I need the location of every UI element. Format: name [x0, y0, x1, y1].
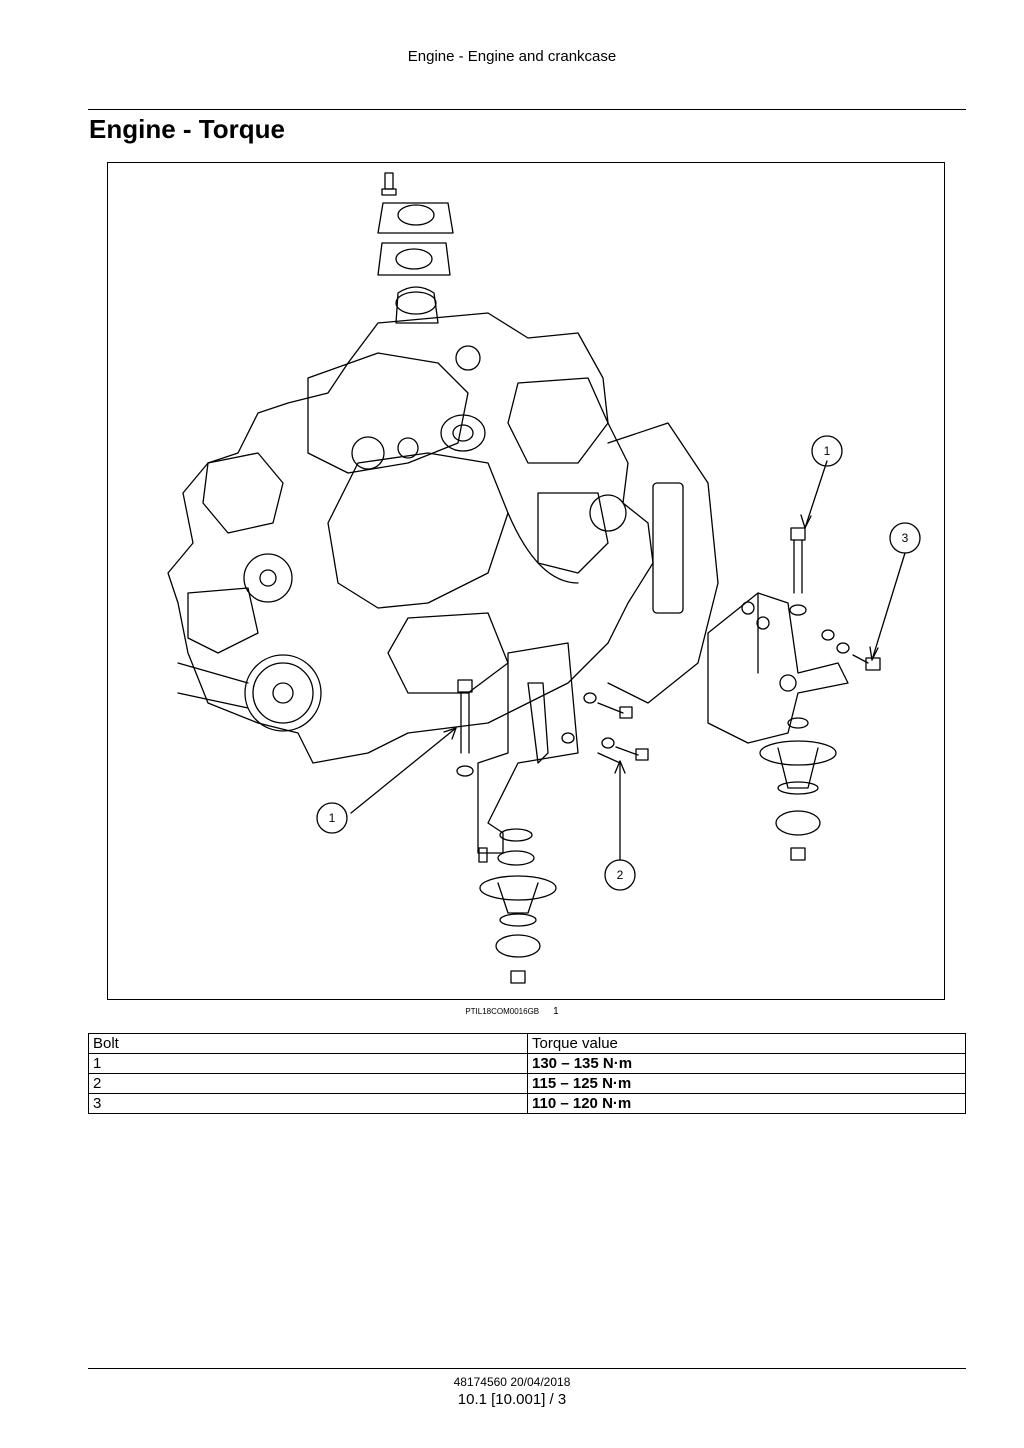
header-rule: [88, 109, 966, 110]
engine-block: [167, 312, 654, 764]
bolt-3: [821, 629, 881, 671]
callout-label-2: 2: [617, 868, 624, 882]
bolt-1-right: [789, 527, 807, 616]
footer-page-ref: 10.1 [10.001] / 3: [457, 1391, 567, 1408]
callout-circle-1-left: [316, 802, 348, 834]
bolt-cell: 1: [88, 1053, 528, 1074]
coolant-outlet-assembly: [377, 172, 454, 324]
bolt-cell: 3: [88, 1093, 528, 1114]
callout-circle-3: [889, 522, 921, 554]
callout-circles: [316, 435, 921, 891]
callout-circle-2: [604, 859, 636, 891]
table-row: 1 130 – 135 N·m: [88, 1053, 966, 1074]
table-row: 3 110 – 120 N·m: [88, 1093, 966, 1114]
torque-cell: 115 – 125 N·m: [527, 1073, 966, 1094]
column-header-torque: Torque value: [527, 1033, 966, 1054]
flywheel-housing: [607, 422, 719, 704]
right-mount-bracket: [707, 592, 849, 861]
bolt-2-set: [561, 692, 649, 764]
torque-cell: 130 – 135 N·m: [527, 1053, 966, 1074]
table-header-row: Bolt Torque value: [88, 1033, 966, 1054]
engine-illustration: 1 1 2 3: [167, 172, 921, 984]
callout-label-1-right: 1: [824, 444, 831, 458]
crankshaft-pulley: [177, 553, 322, 732]
figure-caption: PTIL18COM0016GB 1: [0, 1006, 1024, 1017]
figure-code: PTIL18COM0016GB: [465, 1007, 540, 1016]
figure-number: 1: [553, 1006, 559, 1017]
table-row: 2 115 – 125 N·m: [88, 1073, 966, 1094]
callout-label-1-left: 1: [329, 811, 336, 825]
left-mount-bracket: [477, 642, 579, 984]
callout-label-3: 3: [902, 531, 909, 545]
bolt-cell: 2: [88, 1073, 528, 1094]
footer-document-ref: 48174560 20/04/2018: [453, 1375, 571, 1389]
callout-leaders: [350, 460, 906, 861]
column-header-bolt: Bolt: [88, 1033, 528, 1054]
running-header: Engine - Engine and crankcase: [407, 48, 617, 65]
torque-cell: 110 – 120 N·m: [527, 1093, 966, 1114]
torque-table: Bolt Torque value 1 130 – 135 N·m 2 115 …: [88, 1033, 966, 1114]
turbocharger: [351, 345, 627, 584]
bolt-1-left: [456, 679, 474, 777]
callout-circle-1-right: [811, 435, 843, 467]
page-title: Engine - Torque: [89, 114, 285, 144]
footer-rule: [88, 1368, 966, 1369]
engine-mounting-figure: 1 1 2 3: [107, 162, 945, 1000]
